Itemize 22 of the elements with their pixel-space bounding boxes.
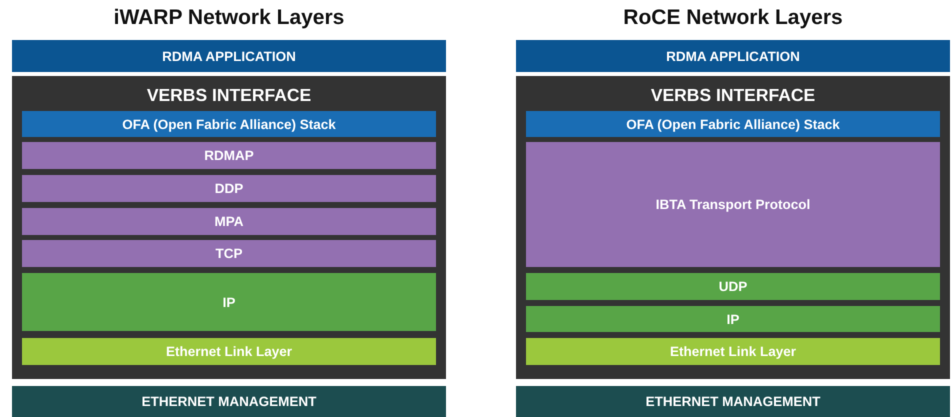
layer-bar: RDMA APPLICATION (12, 40, 446, 72)
layer-bar: ETHERNET MANAGEMENT (516, 386, 950, 417)
layer-bar: OFA (Open Fabric Alliance) Stack (526, 111, 940, 137)
layer-bar: OFA (Open Fabric Alliance) Stack (22, 111, 436, 137)
layer-panel (12, 76, 446, 379)
column-title: RoCE Network Layers (622, 6, 844, 30)
layer-bar: UDP (526, 273, 940, 300)
layer-bar: Ethernet Link Layer (526, 338, 940, 365)
panel-heading: VERBS INTERFACE (146, 85, 312, 106)
layer-bar: RDMA APPLICATION (516, 40, 950, 72)
layer-bar: RDMAP (22, 142, 436, 169)
layer-bar: Ethernet Link Layer (22, 338, 436, 365)
layer-bar: MPA (22, 208, 436, 235)
panel-heading: VERBS INTERFACE (650, 85, 816, 106)
layer-panel (516, 76, 950, 379)
layer-bar: IBTA Transport Protocol (526, 142, 940, 267)
layer-bar: IP (526, 306, 940, 332)
column-title: iWARP Network Layers (112, 6, 346, 30)
layer-bar: IP (22, 273, 436, 331)
layer-bar: ETHERNET MANAGEMENT (12, 386, 446, 417)
layer-bar: TCP (22, 240, 436, 267)
layer-bar: DDP (22, 175, 436, 202)
